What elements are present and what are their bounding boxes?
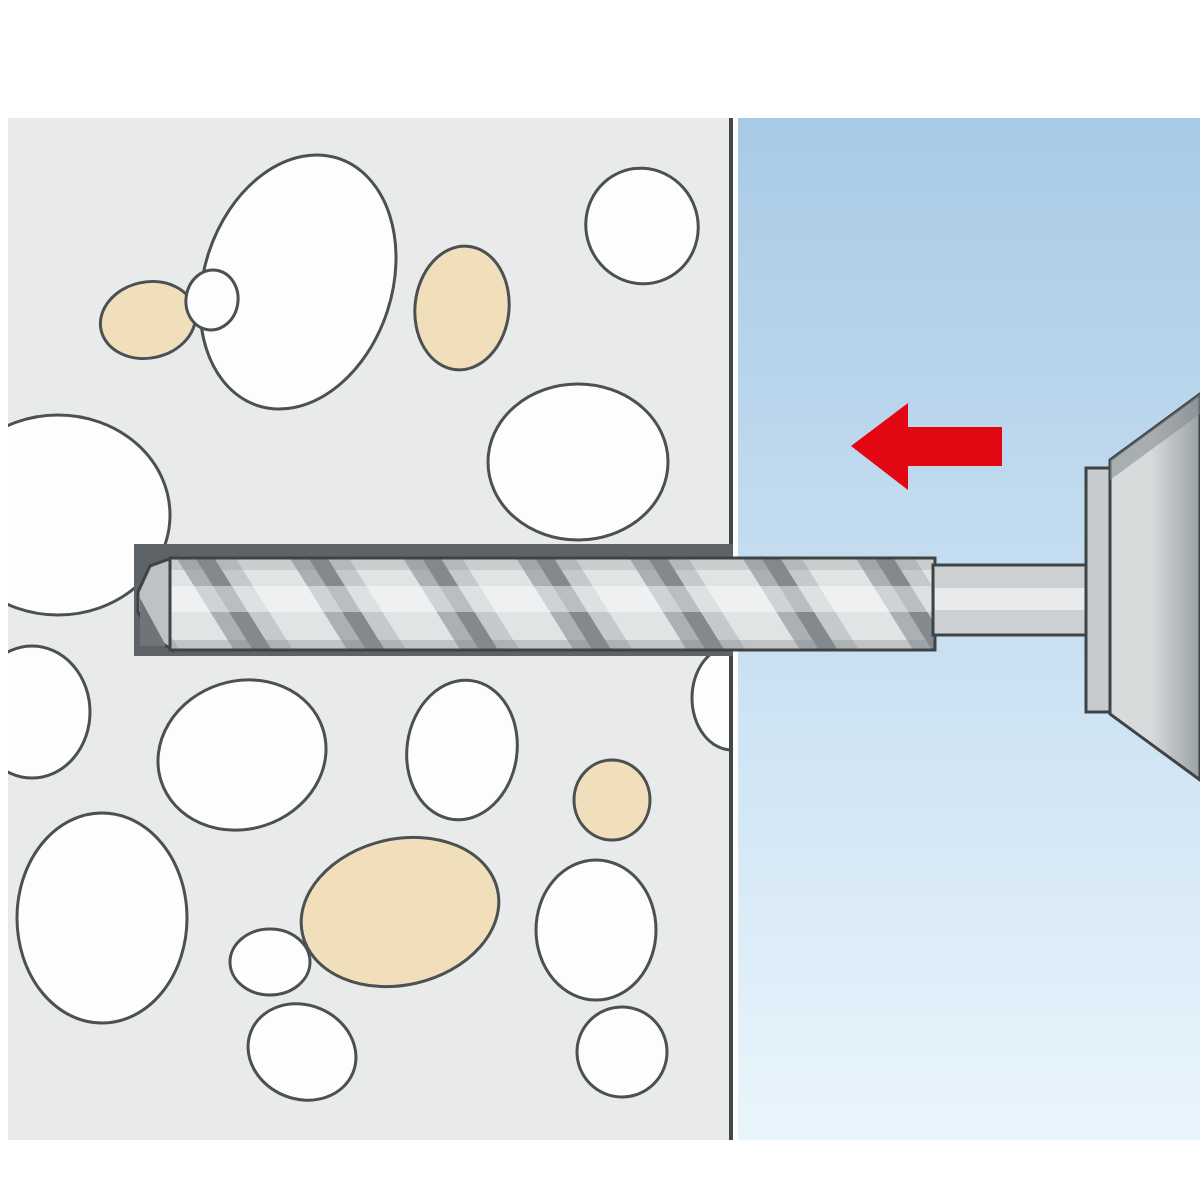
aggregate-stone-white <box>486 382 670 542</box>
chuck-collar <box>1084 466 1114 714</box>
aggregate-stone-white <box>198 153 398 411</box>
aggregate-stone-white <box>156 678 328 832</box>
aggregate-stone-white <box>184 268 240 332</box>
drill-bit-center-highlight <box>170 586 935 612</box>
aggregate-stone-white <box>405 678 519 822</box>
direction-arrow-left <box>851 403 1002 490</box>
drill-bit <box>136 555 1095 653</box>
drill-chuck <box>1084 392 1200 782</box>
aggregate-stone-white <box>15 811 189 1025</box>
aggregate-stone-white <box>246 1002 358 1102</box>
aggregate-stone-beige <box>572 758 652 842</box>
aggregate-stone-beige <box>299 835 501 989</box>
drill-bit-bottom-shade <box>170 640 935 650</box>
drill-bit-tip-facet <box>140 598 166 646</box>
aggregate-stone-beige <box>413 244 511 372</box>
aggregate-stone-white <box>690 644 731 752</box>
aggregate-stone-white <box>534 858 658 1002</box>
aggregate-stone-white <box>8 644 92 780</box>
drill-bit-flutes <box>170 558 935 650</box>
aggregate-stone-white <box>8 413 172 617</box>
chuck-top-facet <box>1110 394 1200 480</box>
drill-bit-shank-highlight <box>935 588 1091 610</box>
drill-bit-top-shade <box>170 558 935 570</box>
aggregate-stone-white <box>584 166 700 286</box>
aggregate-stone-white <box>575 1005 669 1099</box>
aggregate-stone-white <box>228 927 312 997</box>
